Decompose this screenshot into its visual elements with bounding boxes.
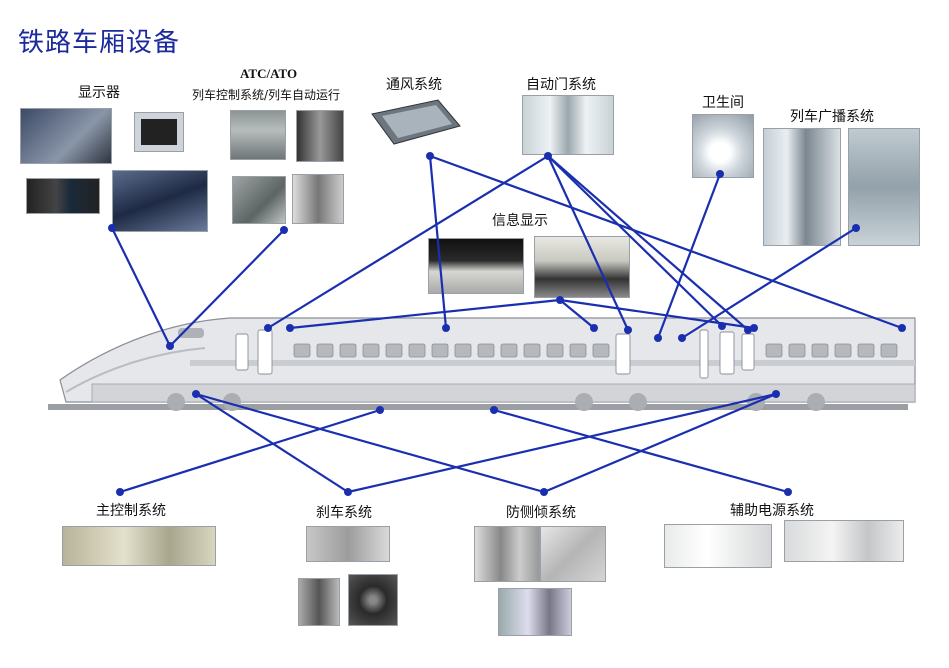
brake-photo-3 — [348, 574, 398, 626]
info-display-photo-1 — [428, 238, 524, 294]
label-atc-line1: ATC/ATO — [240, 66, 298, 81]
page-title: 铁路车厢设备 — [18, 28, 181, 58]
label-display: 显示器 — [78, 85, 120, 101]
atc-photo-3 — [232, 176, 286, 224]
connection-lines — [111, 154, 903, 494]
brake-photo-1 — [306, 526, 390, 562]
pa-photo-1 — [763, 128, 841, 246]
display-photo-monitor — [134, 112, 184, 152]
rail-track — [48, 404, 908, 410]
display-photo-panel — [26, 178, 100, 214]
label-toilet: 卫生间 — [702, 95, 744, 111]
label-ventilation: 通风系统 — [386, 77, 442, 93]
connection-dots — [108, 152, 906, 496]
label-main-control: 主控制系统 — [96, 503, 166, 519]
train-nose-stripe — [65, 347, 206, 393]
anti-tilt-photo-3 — [498, 588, 572, 636]
train-stripe — [190, 360, 915, 366]
label-auto-door: 自动门系统 — [526, 77, 596, 93]
toilet-photo — [692, 114, 754, 178]
atc-photo-1 — [230, 110, 286, 160]
label-aux-power: 辅助电源系统 — [730, 503, 814, 519]
auto-door-photo — [522, 95, 614, 155]
train-skirt — [91, 383, 916, 403]
ventilation-photo — [368, 96, 464, 148]
atc-photo-2 — [296, 110, 344, 162]
train-doors — [235, 329, 755, 379]
display-photo-console — [112, 170, 208, 232]
label-anti-tilt: 防侧倾系统 — [506, 505, 576, 521]
label-pa: 列车广播系统 — [790, 109, 874, 125]
main-control-photo — [62, 526, 216, 566]
atc-photo-4 — [292, 174, 344, 224]
aux-power-photo-1 — [664, 524, 772, 568]
label-info-display: 信息显示 — [492, 213, 548, 229]
train-bogies — [167, 393, 825, 411]
label-brake: 刹车系统 — [316, 505, 372, 521]
aux-power-photo-2 — [784, 520, 904, 562]
brake-photo-2 — [298, 578, 340, 626]
anti-tilt-photo-1 — [474, 526, 540, 582]
info-display-photo-2 — [534, 236, 630, 298]
train-windows — [293, 343, 898, 358]
anti-tilt-photo-2 — [540, 526, 606, 582]
display-photo-cab — [20, 108, 112, 164]
pa-photo-2 — [848, 128, 920, 246]
label-atc-line2: 列车控制系统/列车自动运行 — [192, 88, 341, 102]
